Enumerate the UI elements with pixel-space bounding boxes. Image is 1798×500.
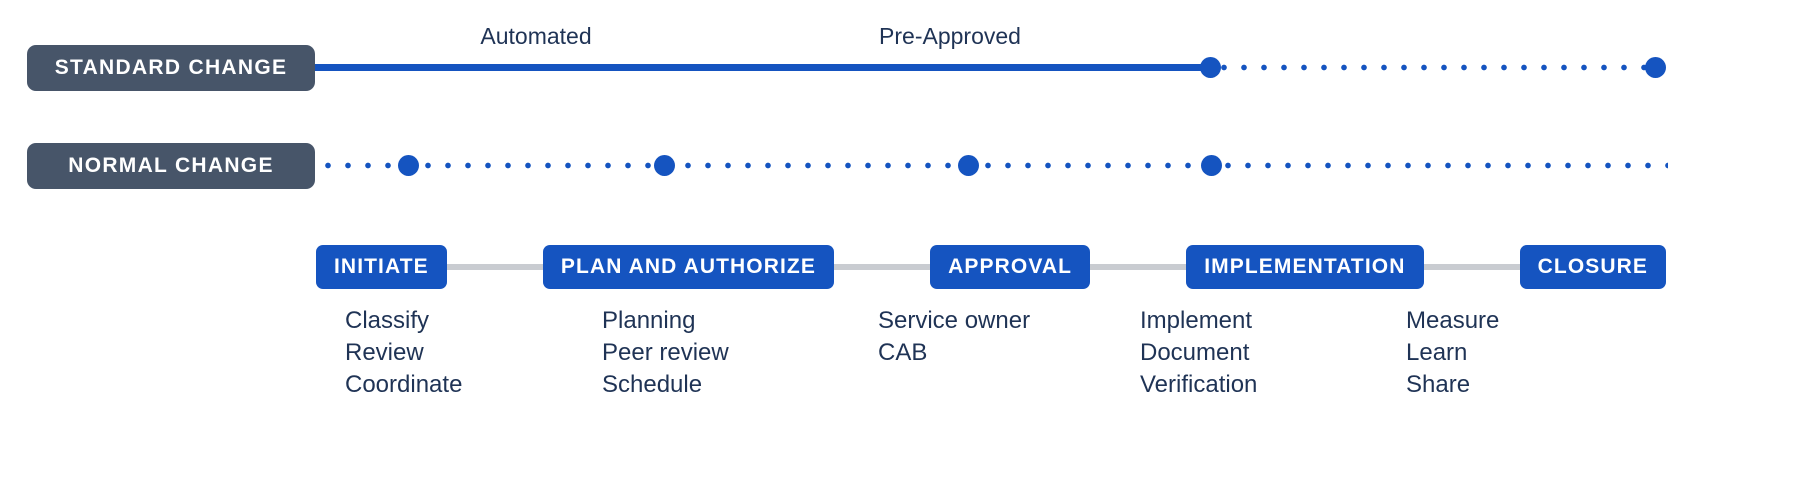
track-label-standard-change: STANDARD CHANGE [27,45,315,91]
detail-item: Coordinate [345,371,463,398]
normal-node-2 [654,155,676,176]
stage-box-closure[interactable]: CLOSURE [1519,245,1667,289]
standard-solid-segment [315,64,1211,71]
stage-connector-1 [446,264,543,270]
standard-dotted-segment [1214,64,1665,71]
stage-details-closure: Measure Learn Share [1406,305,1499,401]
stage-details-plan-and-authorize: Planning Peer review Schedule [602,305,729,401]
detail-item: Classify [345,307,430,334]
stage-box-initiate[interactable]: INITIATE [316,245,447,289]
detail-item: Share [1406,371,1471,398]
stage-connector-4 [1423,264,1520,270]
detail-item: Implement [1140,307,1253,334]
stage-details-approval: Service owner CAB [878,305,1030,369]
standard-node-1 [1199,57,1221,78]
segment-label-automated: Automated [480,23,592,49]
detail-item: Verification [1140,371,1258,398]
detail-item: Document [1140,339,1250,366]
stage-connector-2 [833,264,931,270]
stage-details-implementation: Implement Document Verification [1140,305,1257,401]
stage-box-approval[interactable]: APPROVAL [930,245,1091,289]
detail-item: Planning [602,307,696,334]
stage-box-implementation[interactable]: IMPLEMENTATION [1186,245,1424,289]
detail-item: Measure [1406,307,1500,334]
normal-dotted-segment [318,162,1668,169]
track-normal-change [318,154,1668,178]
standard-node-2 [1645,57,1667,78]
detail-item: Peer review [602,339,729,366]
stage-details-initiate: Classify Review Coordinate [345,305,462,401]
normal-node-3 [958,155,980,176]
detail-item: Review [345,339,424,366]
detail-item: Learn [1406,339,1468,366]
detail-item: Schedule [602,371,703,398]
normal-node-4 [1201,155,1223,176]
stage-boxes-row: INITIATE PLAN AND AUTHORIZE APPROVAL IMP… [316,245,1667,289]
stage-box-plan-and-authorize[interactable]: PLAN AND AUTHORIZE [542,245,834,289]
normal-node-1 [397,155,419,176]
track-label-normal-change: NORMAL CHANGE [27,143,315,189]
detail-item: CAB [878,339,928,366]
detail-item: Service owner [878,307,1031,334]
track-standard-change [315,56,1667,80]
segment-label-pre-approved: Pre-Approved [879,23,1021,49]
stage-details-row: Classify Review Coordinate Planning Peer… [316,305,1676,415]
stage-connector-3 [1090,264,1187,270]
